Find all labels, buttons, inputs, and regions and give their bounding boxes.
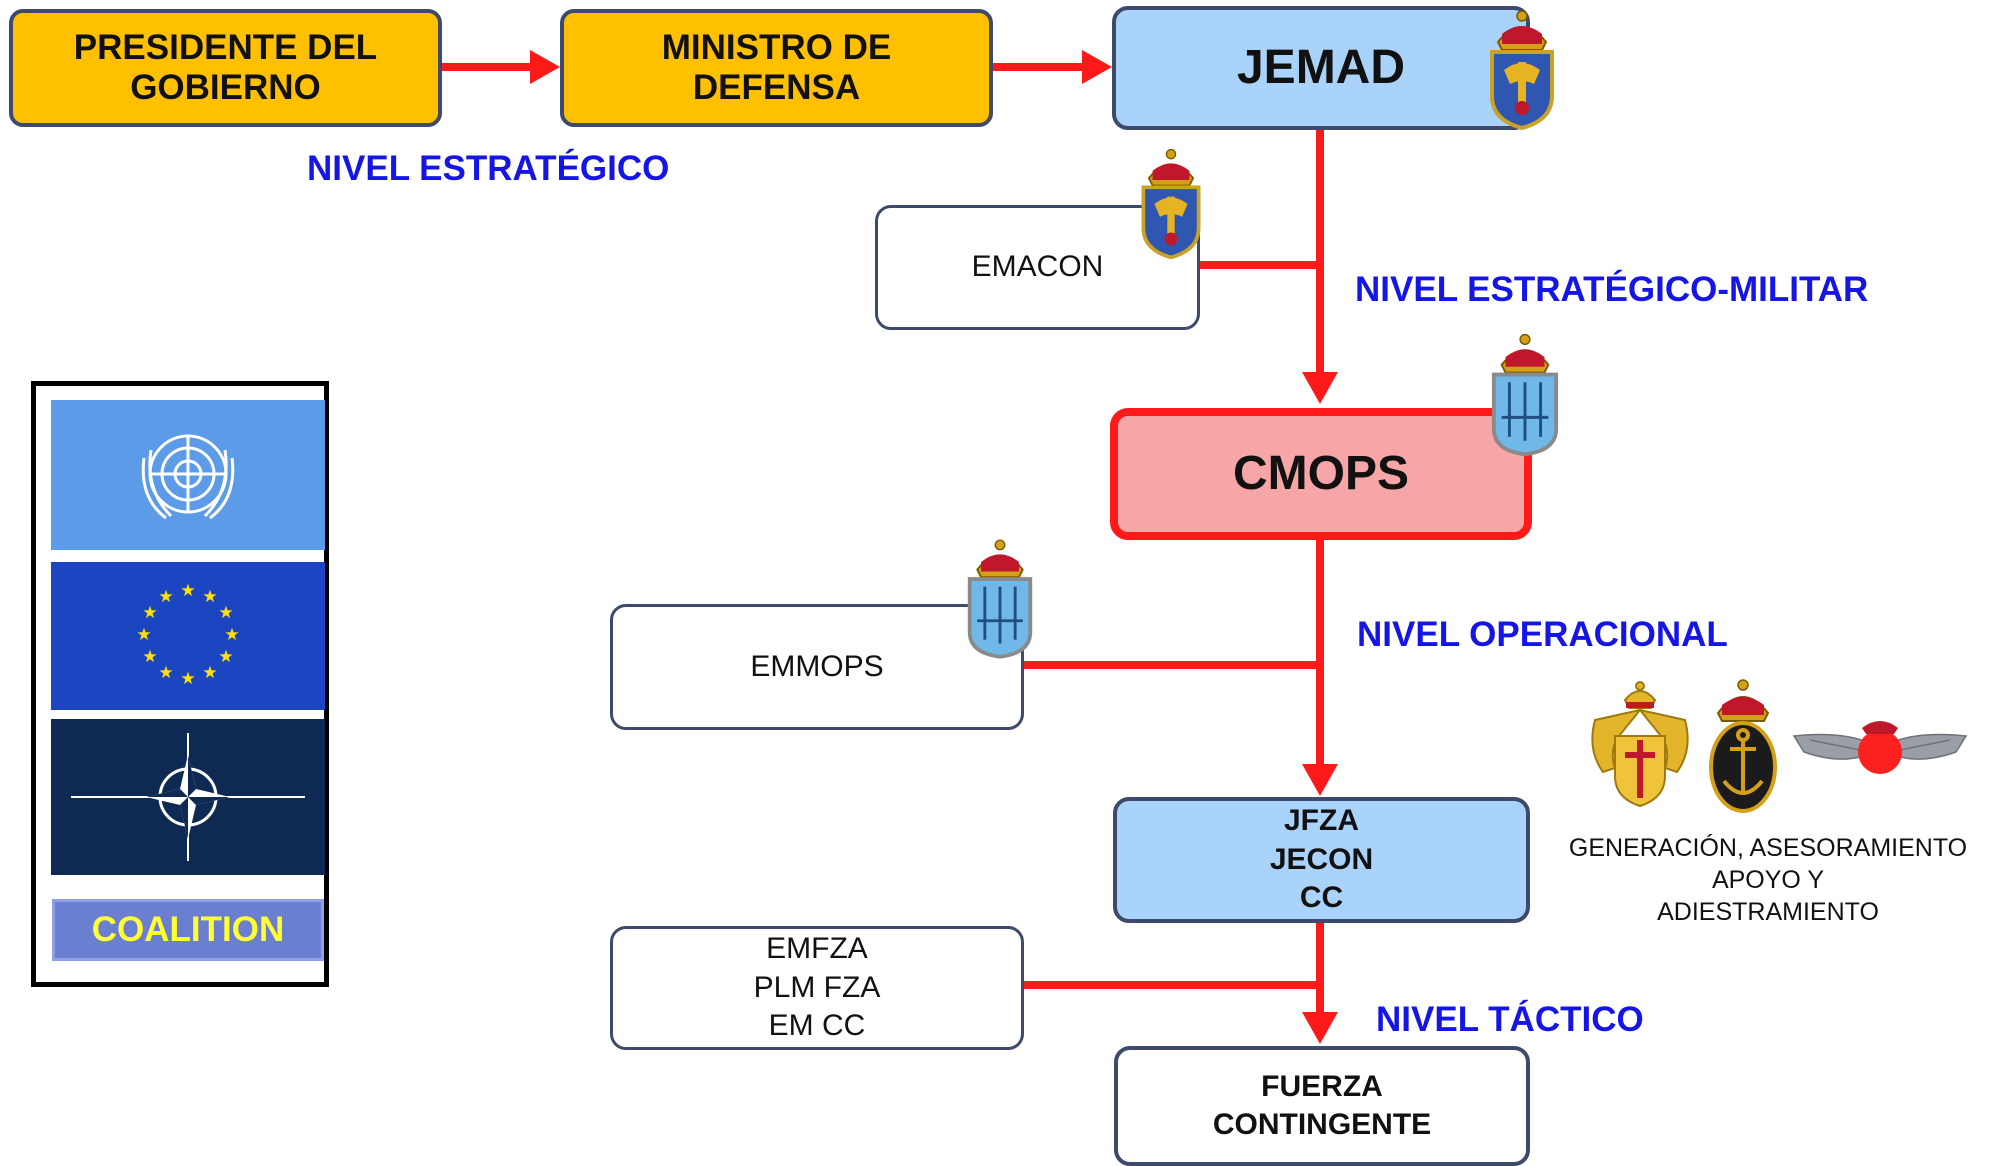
svg-text:★: ★ [142, 603, 157, 623]
emacon-label: EMACON [971, 250, 1104, 284]
level-operacional: NIVEL OPERACIONAL [1357, 615, 1728, 654]
svg-text:★: ★ [180, 581, 195, 601]
level-estrategico: NIVEL ESTRATÉGICO [307, 149, 670, 188]
emmops-emblem-icon [967, 539, 1033, 659]
cmops-emblem-icon [1491, 333, 1559, 457]
organizations-panel: ★ ★ ★ ★ ★ ★ ★ ★ ★ ★ ★ ★ [31, 381, 329, 987]
svg-text:★: ★ [180, 669, 195, 689]
level-estrategico-militar: NIVEL ESTRATÉGICO-MILITAR [1355, 270, 1869, 309]
level-tactico: NIVEL TÁCTICO [1376, 1000, 1644, 1039]
jemad-box: JEMAD [1112, 6, 1530, 130]
coalition-label: COALITION [52, 899, 324, 961]
air-force-emblem-icon [1792, 721, 1968, 774]
svg-text:★: ★ [218, 647, 233, 667]
eu-flag-icon: ★ ★ ★ ★ ★ ★ ★ ★ ★ ★ ★ ★ [136, 581, 239, 689]
svg-text:★: ★ [158, 587, 173, 607]
un-flag [51, 400, 325, 550]
jemad-emblem-icon [1490, 10, 1554, 130]
mando-label: JFZA JECON CC [1269, 804, 1374, 915]
fuerza-label: FUERZA CONTINGENTE [1212, 1069, 1432, 1141]
nato-flag [51, 719, 325, 875]
fuerza-box: FUERZA CONTINGENTE [1114, 1046, 1530, 1166]
emfza-box: EMFZA PLM FZA EM CC [610, 926, 1024, 1050]
presidente-label: PRESIDENTE DEL GOBIERNO [73, 28, 378, 107]
cmops-box: CMOPS [1110, 408, 1532, 540]
mando-box: JFZA JECON CC [1113, 797, 1530, 923]
svg-text:★: ★ [136, 625, 151, 645]
cmops-label: CMOPS [1232, 446, 1409, 500]
un-flag-icon [141, 434, 235, 520]
emmops-box: EMMOPS [610, 604, 1024, 730]
army-emblem-icon [1591, 681, 1689, 808]
emacon-emblem-icon [1141, 148, 1201, 260]
ministro-label: MINISTRO DE DEFENSA [661, 28, 892, 107]
presidente-box: PRESIDENTE DEL GOBIERNO [9, 9, 442, 127]
support-text: GENERACIÓN, ASESORAMIENTO APOYO Y ADIEST… [1568, 834, 1968, 926]
jemad-label: JEMAD [1236, 40, 1406, 94]
nato-flag-icon [71, 733, 305, 861]
svg-text:★: ★ [224, 625, 239, 645]
ministro-box: MINISTRO DE DEFENSA [560, 9, 993, 127]
navy-emblem-icon [1709, 679, 1777, 813]
svg-text:★: ★ [158, 663, 173, 683]
emacon-box: EMACON [875, 205, 1200, 330]
eu-flag: ★ ★ ★ ★ ★ ★ ★ ★ ★ ★ ★ ★ [51, 562, 325, 710]
emmops-label: EMMOPS [750, 649, 884, 683]
svg-text:★: ★ [202, 663, 217, 683]
svg-text:★: ★ [202, 587, 217, 607]
svg-text:★: ★ [142, 647, 157, 667]
emfza-label: EMFZA PLM FZA EM CC [753, 932, 881, 1043]
svg-text:★: ★ [218, 603, 233, 623]
